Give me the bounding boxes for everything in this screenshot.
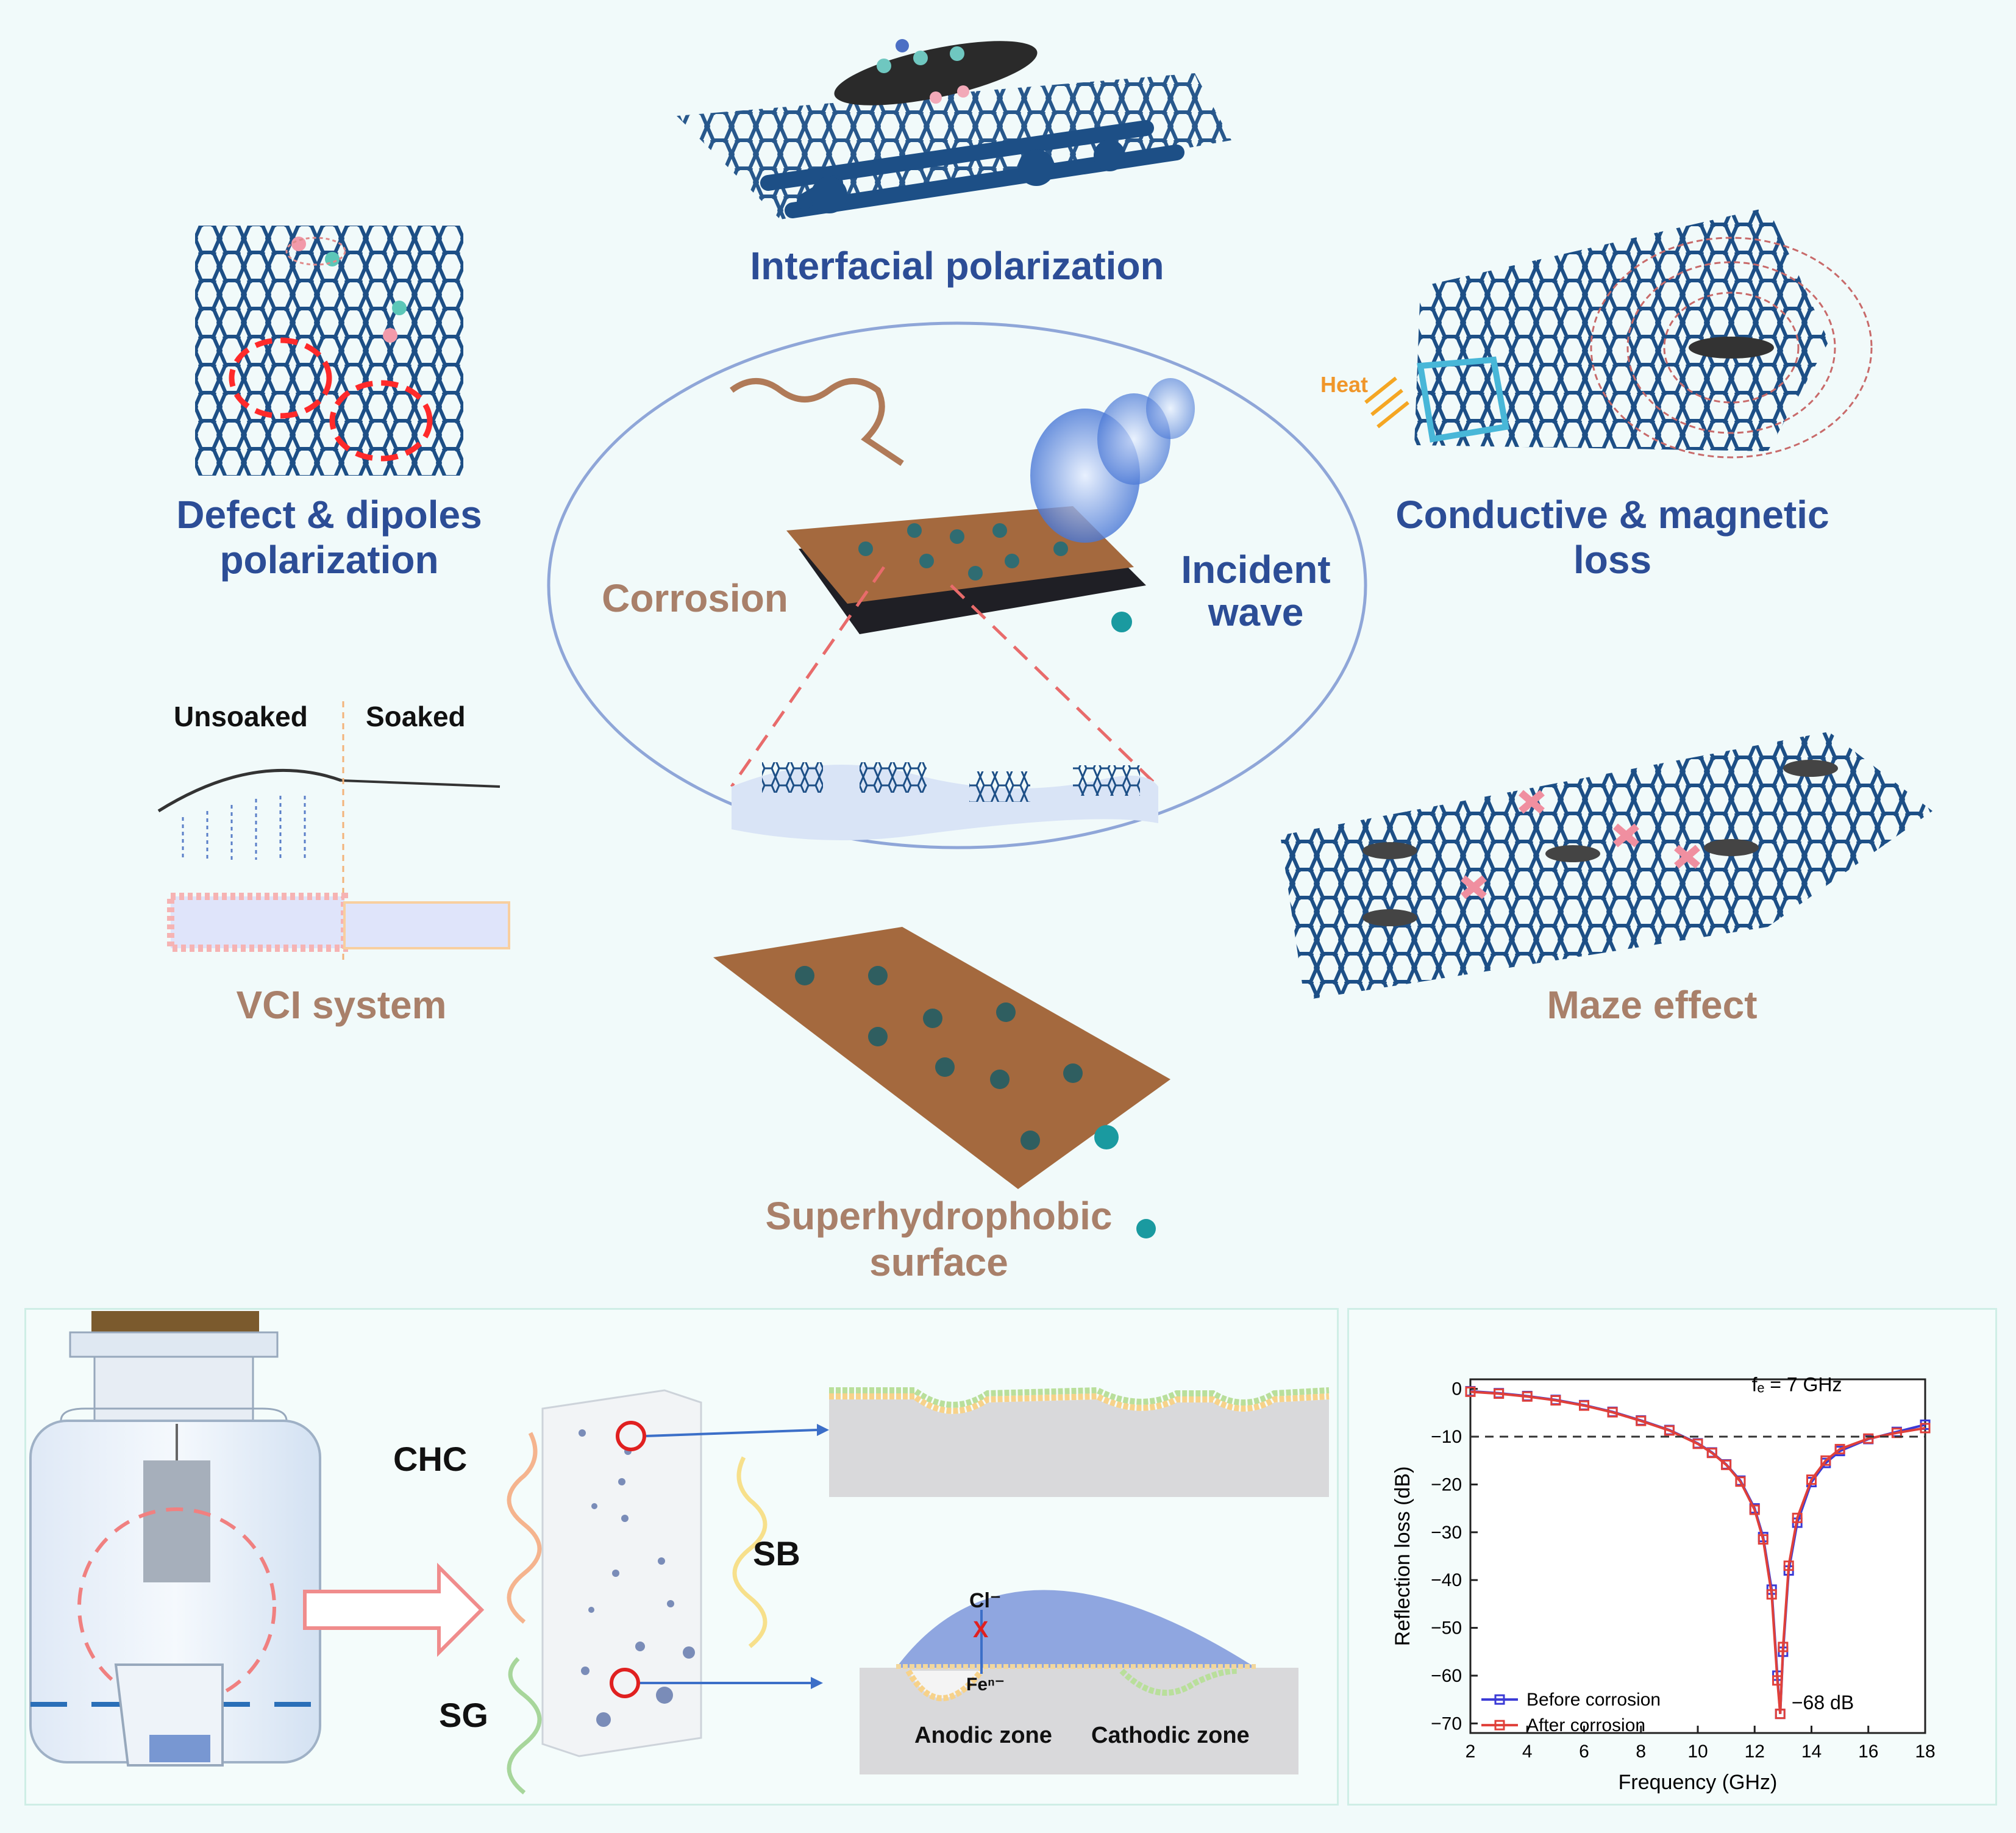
x-tick-label: 10 [1687,1742,1708,1762]
annotation-min: −68 dB [1792,1692,1854,1713]
series-marker [1758,1534,1768,1545]
series-marker [1735,1476,1746,1487]
series-marker [1579,1400,1589,1411]
label-interfacial-polarization: Interfacial polarization [750,244,1164,288]
legend-label: After corrosion [1526,1715,1645,1735]
label-chloride: Cl⁻ [969,1589,1001,1612]
series-marker [1863,1433,1874,1444]
label-cathodic-zone: Cathodic zone [1091,1723,1250,1748]
label-superhydrophobic-line1: Superhydrophobic [765,1194,1113,1238]
x-tick-label: 18 [1915,1742,1935,1762]
series-marker [1749,1504,1760,1515]
legend-marker [1494,1694,1505,1705]
y-tick-label: −50 [1431,1618,1462,1638]
central-ellipse [547,321,1367,849]
label-heat: Heat [1320,372,1369,397]
x-tick-label: 4 [1522,1742,1533,1762]
y-tick-label: −40 [1431,1570,1462,1590]
conductive-graphene [1364,207,1873,459]
series-marker [1778,1642,1789,1653]
label-defect-line2: polarization [219,538,439,582]
label-block-x: X [973,1617,989,1643]
label-vci-system: VCI system [236,983,447,1027]
x-tick-label: 16 [1858,1742,1878,1762]
y-tick-label: −20 [1431,1474,1462,1495]
label-sb: SB [753,1534,800,1573]
label-sg: SG [439,1696,488,1734]
series-marker [1522,1391,1533,1402]
label-conductive-line1: Conductive & magnetic [1395,493,1829,537]
x-tick-label: 8 [1636,1742,1646,1762]
label-fe-ion: Feⁿ⁻ [966,1674,1005,1695]
x-tick-label: 14 [1801,1742,1822,1762]
series-marker [1834,1443,1845,1454]
series-marker [1494,1388,1505,1399]
y-tick-label: −10 [1431,1427,1462,1447]
central-sample [730,378,1195,840]
interfacial-graphene [677,39,1231,220]
label-incident-line1: Incident [1181,548,1331,591]
series-marker [1806,1474,1817,1485]
y-tick-label: −70 [1431,1713,1462,1734]
x-axis-label: Frequency (GHz) [1619,1771,1778,1794]
label-soaked: Soaked [366,701,466,732]
series-marker [1775,1709,1786,1720]
series-marker [1692,1438,1703,1449]
series-marker [1706,1448,1717,1459]
series-marker [1550,1395,1561,1406]
series-marker [1820,1455,1831,1466]
series-marker [1783,1560,1794,1571]
series-marker [1920,1423,1931,1434]
label-corrosion: Corrosion [602,576,788,620]
label-defect-line1: Defect & dipoles [176,493,482,537]
x-tick-label: 2 [1466,1742,1476,1762]
x-tick-label: 6 [1579,1742,1589,1762]
label-maze-effect: Maze effect [1547,983,1758,1027]
label-conductive-line2: loss [1573,538,1652,582]
legend-label: Before corrosion [1526,1690,1661,1710]
label-anodic-zone: Anodic zone [914,1723,1052,1748]
y-tick-label: −30 [1431,1523,1462,1543]
series-marker [1772,1675,1783,1686]
x-tick-label: 12 [1745,1742,1765,1762]
chart-series [1465,1386,1931,1720]
series-marker [1636,1415,1647,1426]
y-tick-label: 0 [1451,1379,1462,1399]
y-tick-label: −60 [1431,1666,1462,1686]
defect-graphene [195,226,463,476]
series-marker [1792,1512,1803,1523]
series-marker [1766,1589,1777,1600]
vci-schematic [157,701,510,963]
label-chc: CHC [393,1440,468,1478]
y-axis-label: Reflection loss (dB) [1391,1467,1414,1646]
annotation-fe: fₑ = 7 GHz [1752,1374,1842,1396]
series-marker [1607,1407,1618,1418]
legend-marker [1494,1720,1505,1731]
plot-frame [1469,1378,1926,1734]
maze-graphene [1280,732,1932,1000]
series-marker [1721,1459,1732,1470]
superhydrophobic-sheet [713,927,1170,1238]
label-incident-line2: wave [1208,590,1304,634]
series-marker [1465,1386,1476,1397]
label-superhydrophobic-line2: surface [869,1240,1008,1284]
series-marker [1664,1425,1675,1436]
label-unsoaked: Unsoaked [174,701,308,732]
